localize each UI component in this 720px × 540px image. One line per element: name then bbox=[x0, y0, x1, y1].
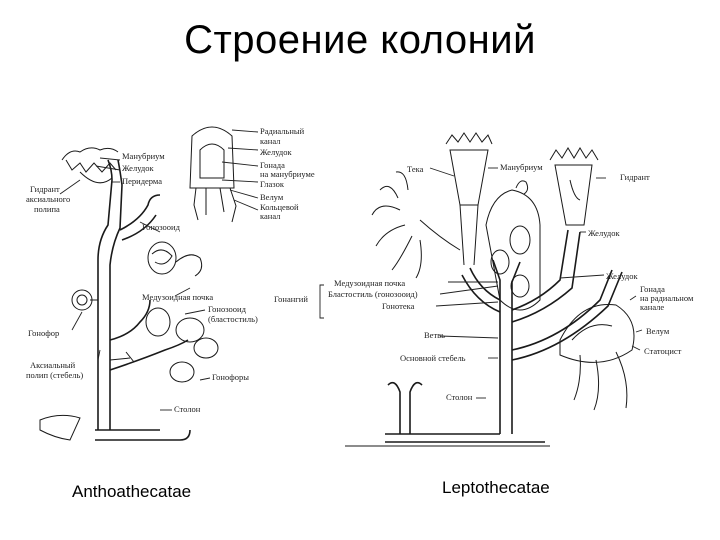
page-title: Строение колоний bbox=[184, 18, 536, 62]
label-stomach-r1: Желудок bbox=[588, 228, 620, 238]
label-periderm: Перидерма bbox=[122, 176, 162, 186]
label-gonozooid: Гонозооид bbox=[142, 222, 181, 232]
label-stolon: Столон bbox=[174, 404, 201, 414]
label-hydranth-2: аксиального bbox=[26, 194, 70, 204]
caption-anthoathecatae: Anthoathecatae bbox=[72, 482, 192, 501]
label-gonangium: Гонангий bbox=[274, 294, 308, 304]
label-stomach-r2: Желудок bbox=[606, 271, 638, 281]
caption-leptothecatae: Leptothecatae bbox=[442, 478, 550, 497]
anthoathecatae-diagram: Манубриум Желудок Перидерма Гидрант акси… bbox=[26, 126, 315, 441]
label-stolon-r: Столон bbox=[446, 392, 473, 402]
label-gonophore-left: Гонофор bbox=[28, 328, 59, 338]
label-ring-canal-1: Кольцевой bbox=[260, 202, 299, 212]
label-hydranth-1: Гидрант bbox=[30, 184, 60, 194]
label-radial-canal-2: канал bbox=[260, 136, 281, 146]
label-hydranth-3: полипа bbox=[34, 204, 60, 214]
label-ring-canal-2: канал bbox=[260, 211, 281, 221]
label-manubrium: Манубриум bbox=[122, 151, 165, 161]
label-radial-canal-1: Радиальный bbox=[260, 126, 305, 136]
label-branch: Ветвь bbox=[424, 330, 445, 340]
label-hydranth-r: Гидрант bbox=[620, 172, 650, 182]
label-statocyst: Статоцист bbox=[644, 346, 682, 356]
label-gonozooid-b-1: Гонозооид bbox=[208, 304, 247, 314]
label-blastostyle: Бластостиль (гонозооид) bbox=[328, 289, 418, 299]
label-medusoid-bud-r: Медузоидная почка bbox=[334, 278, 405, 288]
label-main-stem: Основной стебель bbox=[400, 353, 466, 363]
label-gonophores: Гонофоры bbox=[212, 372, 249, 382]
label-gonotheca: Гонотека bbox=[382, 301, 415, 311]
label-gonad-r1: Гонада bbox=[640, 284, 665, 294]
label-gonad-r3: канале bbox=[640, 302, 664, 312]
label-gonad-1: Гонада bbox=[260, 160, 285, 170]
label-axial-1: Аксиальный bbox=[30, 360, 76, 370]
label-stomach: Желудок bbox=[122, 163, 154, 173]
leptothecatae-diagram: Тека Манубриум Гидрант Желудок Желудок Г… bbox=[274, 132, 694, 447]
label-velum-r: Велум bbox=[646, 326, 670, 336]
label-gonozooid-b-2: (бластостиль) bbox=[208, 314, 258, 324]
label-velum: Велум bbox=[260, 192, 284, 202]
label-axial-2: полип (стебель) bbox=[26, 370, 83, 380]
label-theca: Тека bbox=[407, 164, 424, 174]
label-manubrium-r: Манубриум bbox=[500, 162, 543, 172]
label-gonad-2: на манубриуме bbox=[260, 169, 315, 179]
label-eye: Глазок bbox=[260, 179, 285, 189]
label-gonad-r2: на радиальном bbox=[640, 293, 694, 303]
label-stomach-medusa: Желудок bbox=[260, 147, 292, 157]
label-medusoid-bud: Медузоидная почка bbox=[142, 292, 213, 302]
